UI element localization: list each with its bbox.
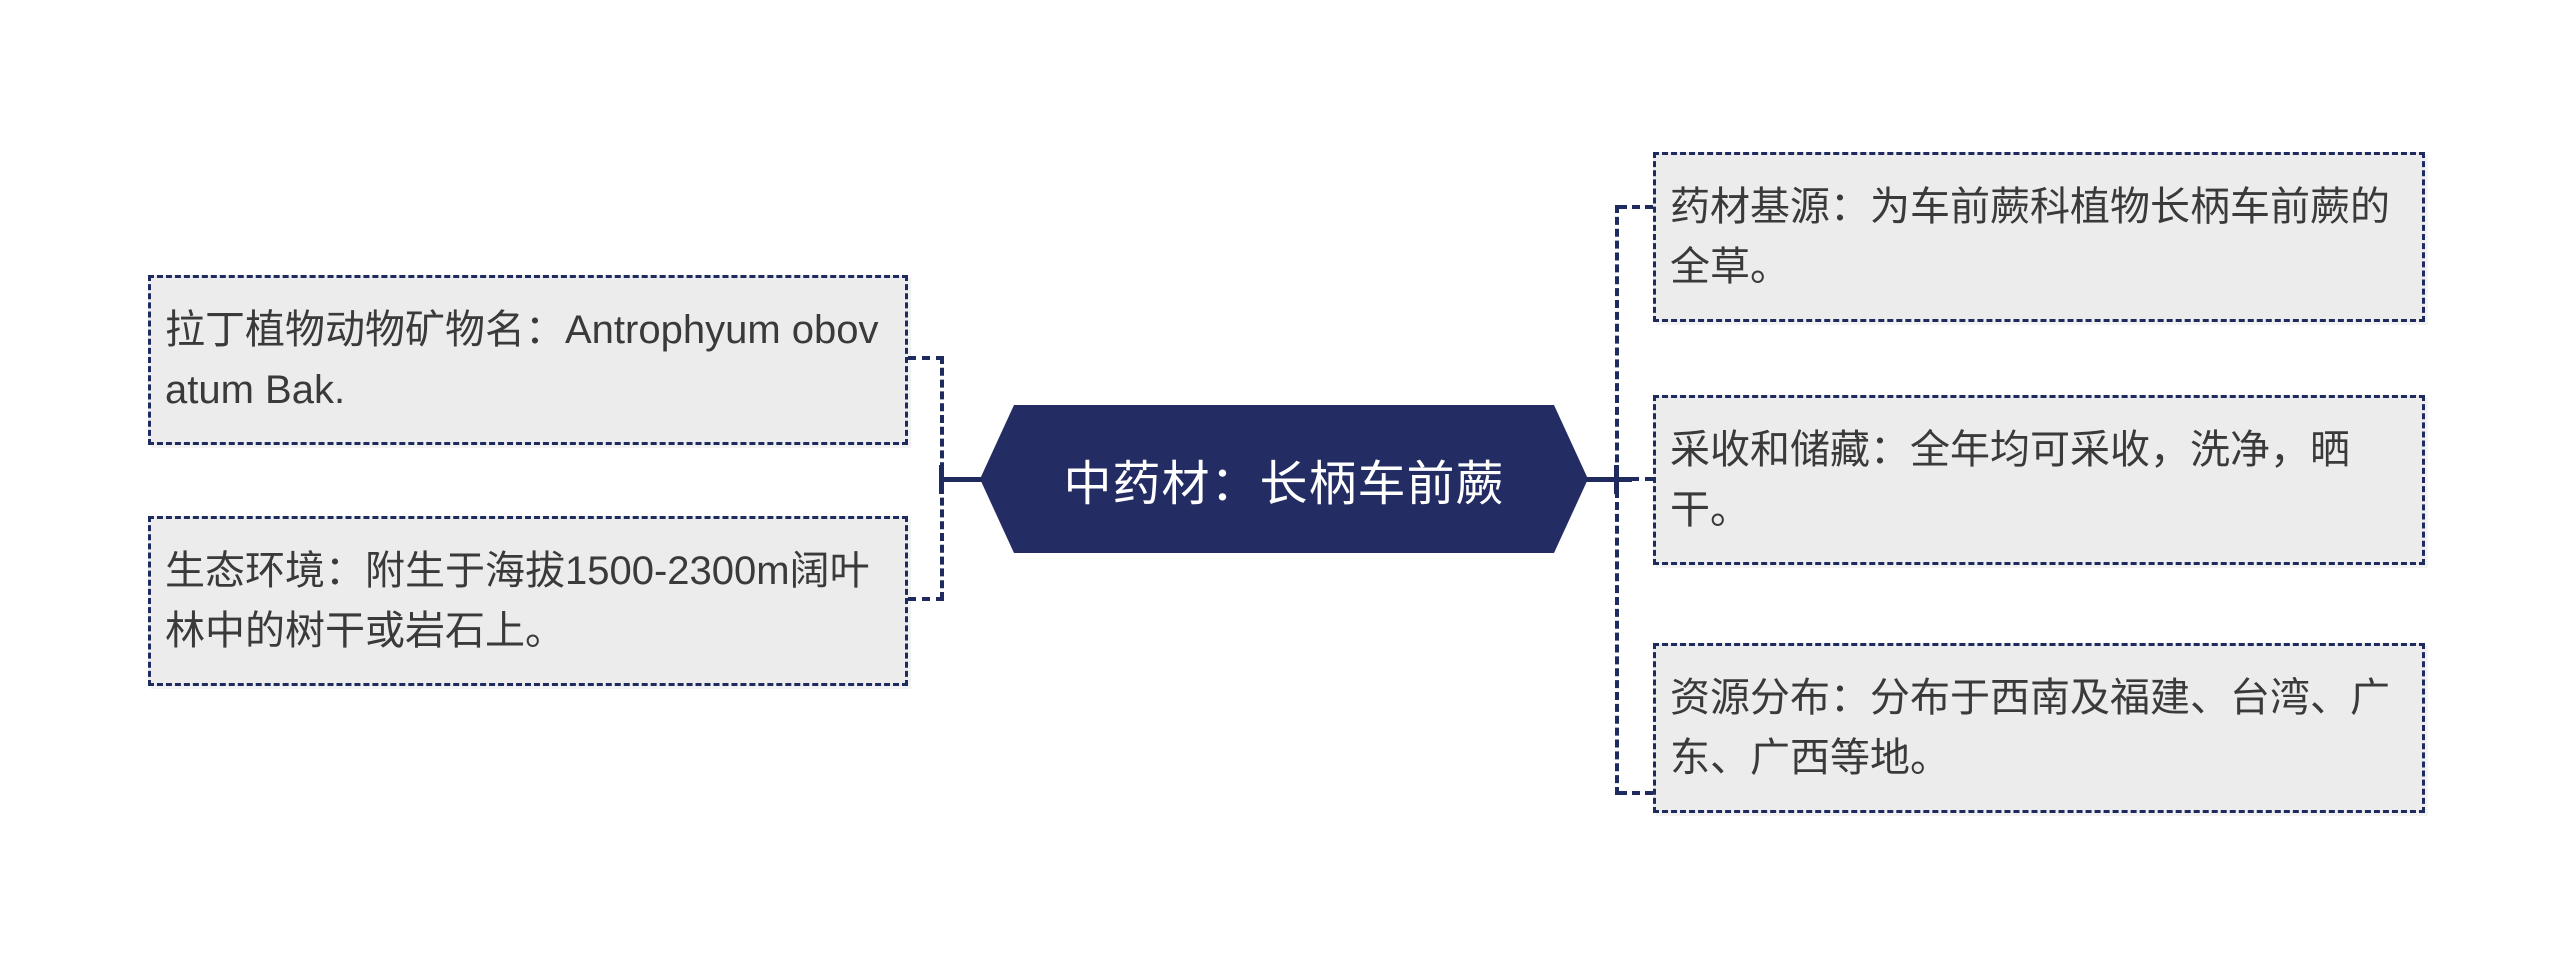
connector-right-stub-mid <box>1631 477 1653 481</box>
connector-right-spine <box>1615 205 1619 795</box>
node-latin-name: 拉丁植物动物矿物名：Antrophyum obovatum Bak. <box>148 275 908 445</box>
node-latin-name-text: 拉丁植物动物矿物名：Antrophyum obovatum Bak. <box>165 308 879 412</box>
center-topic-hexagon: 中药材：长柄车前蕨 <box>980 405 1588 553</box>
node-ecology: 生态环境：附生于海拔1500-2300m阔叶林中的树干或岩石上。 <box>148 516 908 686</box>
node-source: 药材基源：为车前蕨科植物长柄车前蕨的全草。 <box>1653 152 2425 322</box>
node-distribution: 资源分布：分布于西南及福建、台湾、广东、广西等地。 <box>1653 643 2425 813</box>
connector-left-stub-bottom <box>908 597 944 601</box>
connector-right-center-line <box>1586 477 1632 482</box>
connector-right-stub-bottom <box>1619 791 1653 795</box>
connector-left-stub-top <box>908 356 944 360</box>
connector-left-center-line <box>942 477 982 482</box>
node-source-text: 药材基源：为车前蕨科植物长柄车前蕨的全草。 <box>1670 185 2390 289</box>
node-harvest-storage-text: 采收和储藏：全年均可采收，洗净，晒干。 <box>1670 428 2350 532</box>
node-harvest-storage: 采收和储藏：全年均可采收，洗净，晒干。 <box>1653 395 2425 565</box>
node-ecology-text: 生态环境：附生于海拔1500-2300m阔叶林中的树干或岩石上。 <box>165 549 870 653</box>
center-topic-label: 中药材：长柄车前蕨 <box>1063 458 1505 511</box>
connector-right-center-tick <box>1614 465 1619 494</box>
connector-left-center-tick <box>939 465 944 494</box>
node-distribution-text: 资源分布：分布于西南及福建、台湾、广东、广西等地。 <box>1670 676 2390 780</box>
connector-right-stub-top <box>1619 205 1653 209</box>
